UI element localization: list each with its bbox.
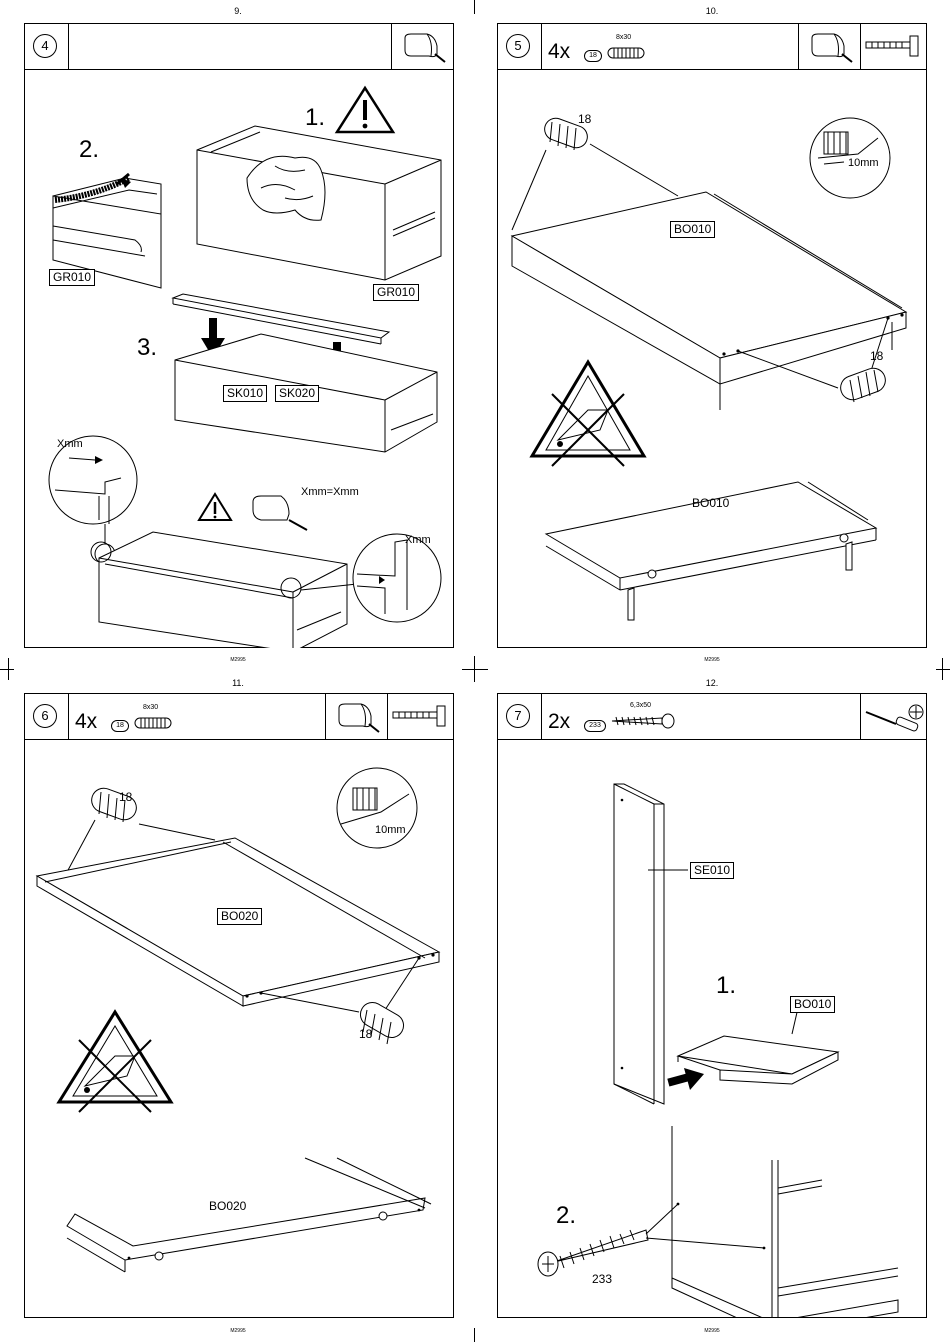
step-6-panel: 6 4x 18 8x30 (24, 693, 454, 1318)
step-7-header: 7 2x 233 6,3x50 (498, 694, 926, 740)
header-divider (798, 24, 799, 69)
warning-icon (337, 88, 393, 132)
page-number-11: 11. (208, 678, 268, 688)
detail-zoom-left (49, 436, 137, 564)
dowel-dimensions: 8x30 (616, 34, 631, 41)
page-code-10: M2995 (682, 657, 742, 663)
page-number-12: 12. (682, 678, 742, 688)
part-number: 233 (584, 720, 606, 732)
page-number-10: 10. (682, 6, 742, 16)
part-label-gr010-rail: GR010 (373, 284, 419, 301)
page-code-9: M2995 (208, 657, 268, 663)
glue-bottle-icon-2 (253, 496, 307, 530)
rail-illustration (173, 294, 389, 344)
measure-xmm-left: Xmm (57, 438, 83, 450)
glue-bottle-icon (397, 28, 449, 66)
dowel-label-top: 18 (578, 112, 591, 126)
arrow-right-icon (667, 1068, 704, 1090)
part-label-se010: SE010 (690, 862, 734, 879)
step-number-1: 1. (716, 972, 736, 1000)
header-divider (541, 24, 542, 69)
hammer-icon (864, 32, 924, 60)
part-label-bo010: BO010 (790, 996, 835, 1013)
no-glue-icon (532, 362, 644, 466)
header-divider (68, 694, 69, 739)
part-label-sk020: SK020 (275, 385, 319, 402)
header-divider (860, 694, 861, 739)
part-label-bo020-bottom: BO020 (209, 1199, 246, 1213)
dowel-dimensions: 8x30 (143, 704, 158, 711)
depth-label: 10mm (848, 157, 879, 169)
header-divider (860, 24, 861, 69)
step-4-header: 4 (25, 24, 453, 70)
step-number: 6 (33, 704, 57, 728)
screw-dimensions: 6,3x50 (630, 702, 651, 709)
dowel-label-bottom: 18 (870, 349, 883, 363)
no-glue-icon (59, 1012, 171, 1112)
part-label-bo010-bottom: BO010 (692, 496, 729, 510)
crop-mark-right (936, 669, 950, 670)
quantity: 2x (548, 710, 570, 734)
part-label-sk010: SK010 (223, 385, 267, 402)
crop-mark-top (474, 0, 475, 14)
step-number: 4 (33, 34, 57, 58)
screw-part-label: 233 (592, 1272, 612, 1286)
header-divider (391, 24, 392, 69)
page-number-9: 9. (208, 6, 268, 16)
step-number-2: 2. (556, 1202, 576, 1230)
shelf-illustration (678, 1008, 838, 1084)
measure-xmm-equals: Xmm=Xmm (301, 486, 359, 498)
step-number: 5 (506, 34, 530, 58)
page-code-11: M2995 (208, 1328, 268, 1334)
crop-mark-bottom (474, 1328, 475, 1342)
crop-mark-center-h (462, 669, 488, 670)
step-4-panel: 4 (24, 23, 454, 648)
panel-illustration-2 (67, 1158, 431, 1272)
hammer-icon (391, 702, 451, 730)
screwdriver-icon (862, 702, 926, 734)
cabinet-illustration (672, 1126, 898, 1318)
header-divider (541, 694, 542, 739)
dowel-icon (133, 714, 175, 732)
dowel-illustration-2 (837, 365, 888, 403)
part-label-bo020: BO020 (217, 908, 262, 925)
part-label-gr010: GR010 (49, 269, 95, 286)
detail-zoom (337, 768, 417, 848)
header-divider (68, 24, 69, 69)
step-7-panel: 7 2x 233 6,3x50 (497, 693, 927, 1318)
dowel-label-top: 18 (119, 790, 132, 804)
crop-mark-left (0, 669, 14, 670)
step-number-3: 3. (137, 334, 157, 362)
drawer-illustration (197, 126, 441, 280)
crop-mark-left-v (8, 658, 9, 680)
depth-label: 10mm (375, 824, 406, 836)
crop-mark-right-v (942, 658, 943, 680)
dowel-label-bottom: 18 (359, 1027, 372, 1041)
crop-mark-center-v (474, 656, 475, 682)
step-5-header: 5 4x 18 8x30 (498, 24, 926, 70)
detail-zoom-right (353, 534, 441, 622)
step-number: 7 (506, 704, 530, 728)
step-6-header: 6 4x 18 8x30 (25, 694, 453, 740)
measure-xmm-right: Xmm (405, 534, 431, 546)
glue-bottle-icon (331, 698, 383, 736)
step-7-drawing (498, 740, 926, 1318)
quantity: 4x (75, 710, 97, 734)
screw-icon (610, 712, 678, 730)
drawer-illustration-3 (91, 532, 357, 648)
dowel-icon (606, 44, 648, 62)
part-label-bo010: BO010 (670, 221, 715, 238)
header-divider (387, 694, 388, 739)
step-number-2: 2. (79, 136, 99, 164)
step-number-1: 1. (305, 104, 325, 132)
glue-bottle-icon (804, 28, 856, 66)
part-number: 18 (584, 50, 602, 62)
part-number: 18 (111, 720, 129, 732)
quantity: 4x (548, 40, 570, 64)
header-divider (325, 694, 326, 739)
step-5-panel: 5 4x 18 8x30 (497, 23, 927, 648)
warning-icon-2 (199, 494, 231, 520)
panel-illustration (37, 838, 439, 1016)
page-code-12: M2995 (682, 1328, 742, 1334)
